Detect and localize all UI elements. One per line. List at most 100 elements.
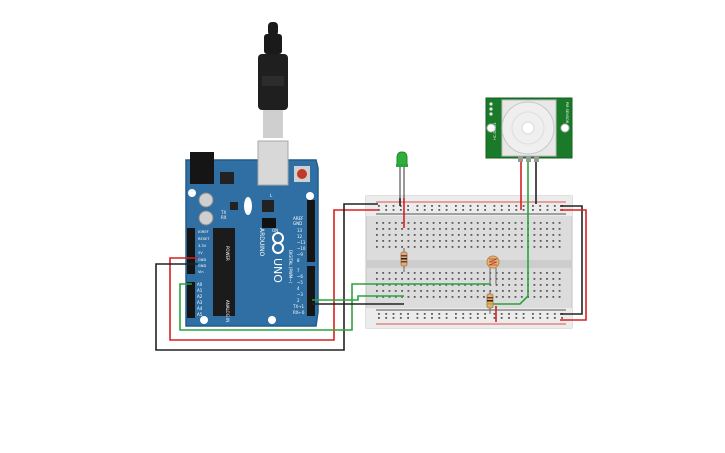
breadboard-hole[interactable]	[493, 317, 496, 319]
breadboard-hole[interactable]	[520, 246, 523, 248]
breadboard-hole[interactable]	[520, 296, 523, 298]
breadboard-hole[interactable]	[508, 317, 510, 319]
breadboard-hole[interactable]	[469, 317, 472, 319]
breadboard-hole[interactable]	[470, 228, 473, 230]
breadboard-hole[interactable]	[520, 278, 523, 280]
breadboard-hole[interactable]	[445, 240, 448, 242]
breadboard-hole[interactable]	[489, 240, 492, 242]
breadboard-hole[interactable]	[539, 228, 542, 230]
breadboard-hole[interactable]	[546, 272, 548, 274]
breadboard-hole[interactable]	[445, 284, 448, 286]
breadboard-hole[interactable]	[520, 240, 523, 242]
breadboard-hole[interactable]	[457, 234, 460, 236]
breadboard-hole[interactable]	[420, 246, 422, 248]
breadboard-hole[interactable]	[502, 272, 504, 274]
breadboard-hole[interactable]	[401, 228, 403, 230]
breadboard-hole[interactable]	[416, 209, 419, 211]
breadboard-hole[interactable]	[382, 240, 385, 242]
breadboard-hole[interactable]	[514, 246, 517, 248]
photoresistor[interactable]	[486, 255, 500, 284]
breadboard-hole[interactable]	[493, 205, 496, 207]
breadboard-hole[interactable]	[413, 296, 416, 298]
breadboard-hole[interactable]	[546, 284, 548, 286]
breadboard-hole[interactable]	[558, 272, 561, 274]
breadboard-hole[interactable]	[382, 290, 385, 292]
breadboard-hole[interactable]	[392, 313, 395, 315]
breadboard-hole[interactable]	[407, 205, 409, 207]
breadboard-hole[interactable]	[439, 290, 441, 292]
breadboard-hole[interactable]	[413, 228, 416, 230]
breadboard-hole[interactable]	[514, 290, 517, 292]
breadboard-hole[interactable]	[420, 222, 422, 224]
breadboard-hole[interactable]	[376, 284, 378, 286]
breadboard-hole[interactable]	[483, 222, 485, 224]
breadboard-hole[interactable]	[401, 284, 403, 286]
breadboard-hole[interactable]	[394, 234, 397, 236]
breadboard-hole[interactable]	[432, 290, 435, 292]
breadboard-hole[interactable]	[558, 290, 561, 292]
breadboard-hole[interactable]	[457, 284, 460, 286]
breadboard-hole[interactable]	[401, 272, 403, 274]
breadboard-hole[interactable]	[533, 296, 536, 298]
breadboard-hole[interactable]	[439, 222, 441, 224]
pir-sensor[interactable]: HC-SR501 PIR SENSOR	[485, 97, 573, 162]
breadboard-hole[interactable]	[388, 240, 391, 242]
breadboard-hole[interactable]	[407, 209, 409, 211]
breadboard-hole[interactable]	[502, 290, 504, 292]
breadboard-hole[interactable]	[382, 296, 385, 298]
breadboard-hole[interactable]	[533, 246, 536, 248]
breadboard-hole[interactable]	[438, 209, 441, 211]
breadboard-hole[interactable]	[514, 234, 517, 236]
breadboard-hole[interactable]	[457, 296, 460, 298]
breadboard-hole[interactable]	[508, 209, 510, 211]
breadboard-hole[interactable]	[484, 205, 486, 207]
breadboard-hole[interactable]	[407, 228, 410, 230]
breadboard-hole[interactable]	[483, 290, 485, 292]
breadboard-hole[interactable]	[382, 272, 385, 274]
breadboard-hole[interactable]	[552, 222, 555, 224]
breadboard-hole[interactable]	[423, 209, 426, 211]
breadboard-hole[interactable]	[469, 205, 472, 207]
breadboard-hole[interactable]	[413, 234, 416, 236]
breadboard-hole[interactable]	[392, 209, 395, 211]
breadboard-hole[interactable]	[539, 272, 542, 274]
breadboard-hole[interactable]	[438, 313, 441, 315]
breadboard-hole[interactable]	[552, 240, 555, 242]
potentiometer-sensitivity[interactable]	[486, 123, 496, 133]
breadboard-hole[interactable]	[476, 246, 479, 248]
breadboard-hole[interactable]	[476, 209, 479, 211]
breadboard-hole[interactable]	[495, 284, 498, 286]
breadboard-hole[interactable]	[552, 272, 555, 274]
breadboard-hole[interactable]	[484, 209, 486, 211]
breadboard-hole[interactable]	[382, 228, 385, 230]
breadboard-hole[interactable]	[378, 317, 380, 319]
breadboard-hole[interactable]	[432, 228, 435, 230]
breadboard-hole[interactable]	[462, 205, 465, 207]
breadboard-hole[interactable]	[508, 205, 510, 207]
breadboard-hole[interactable]	[522, 317, 525, 319]
breadboard-hole[interactable]	[484, 313, 486, 315]
breadboard-hole[interactable]	[464, 222, 466, 224]
breadboard-hole[interactable]	[476, 205, 479, 207]
breadboard-hole[interactable]	[508, 278, 511, 280]
breadboard-hole[interactable]	[376, 228, 378, 230]
breadboard-hole[interactable]	[382, 278, 385, 280]
wire-a0-ldr[interactable]	[179, 283, 490, 331]
breadboard-hole[interactable]	[552, 278, 555, 280]
breadboard-hole[interactable]	[476, 272, 479, 274]
breadboard-hole[interactable]	[407, 296, 410, 298]
breadboard-hole[interactable]	[451, 228, 454, 230]
breadboard-hole[interactable]	[451, 284, 454, 286]
breadboard-hole[interactable]	[539, 205, 542, 207]
breadboard-hole[interactable]	[546, 209, 549, 211]
breadboard-hole[interactable]	[378, 209, 380, 211]
breadboard-hole[interactable]	[476, 278, 479, 280]
breadboard-hole[interactable]	[546, 278, 548, 280]
breadboard-hole[interactable]	[462, 317, 465, 319]
breadboard-hole[interactable]	[445, 234, 448, 236]
breadboard-hole[interactable]	[376, 246, 378, 248]
breadboard-hole[interactable]	[401, 296, 403, 298]
breadboard-hole[interactable]	[431, 313, 433, 315]
breadboard-hole[interactable]	[445, 278, 448, 280]
breadboard-hole[interactable]	[539, 234, 542, 236]
